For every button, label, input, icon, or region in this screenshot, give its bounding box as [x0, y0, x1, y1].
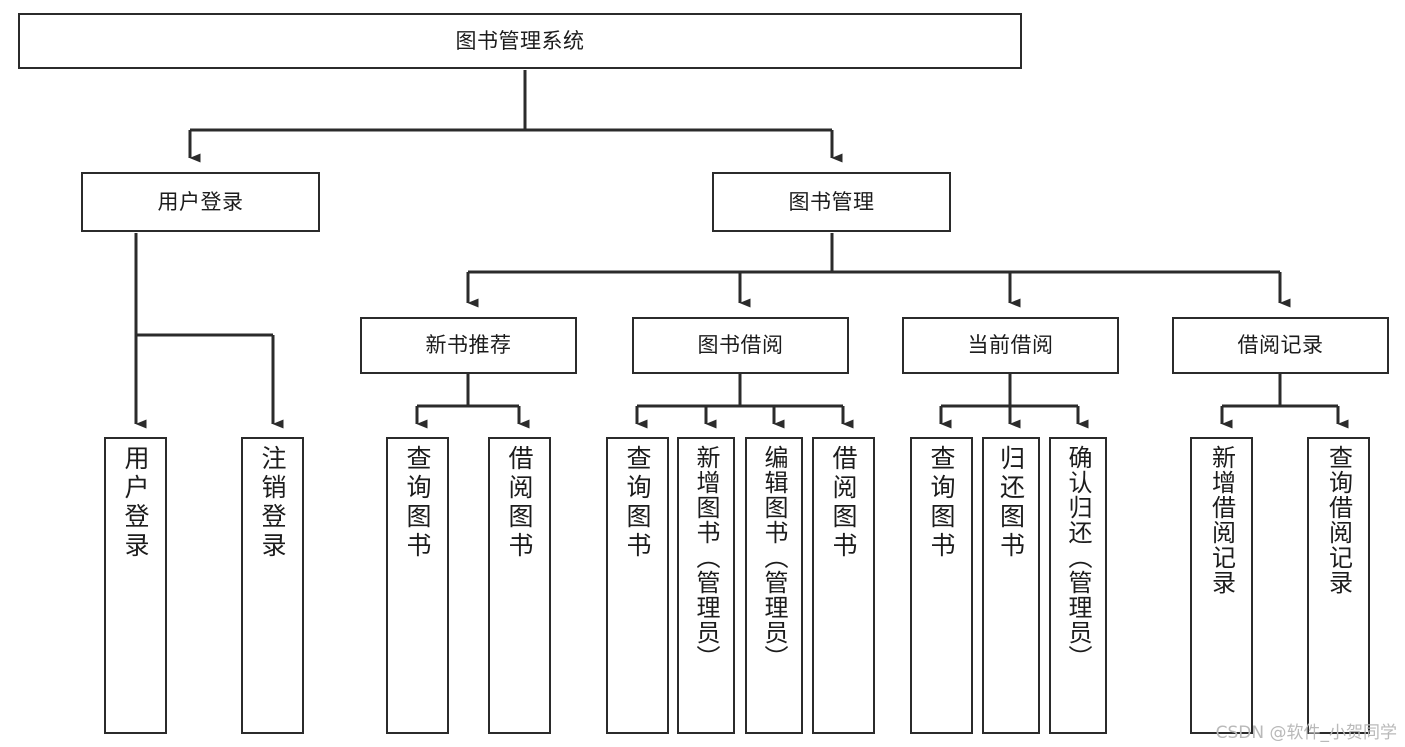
node-leaf-user-login-label: 用户登录 [121, 445, 150, 561]
node-leaf-query-book-2[interactable]: 查询图书 [606, 437, 669, 734]
node-current-borrow-label: 当前借阅 [967, 333, 1054, 357]
node-leaf-add-record[interactable]: 新增借阅记录 [1190, 437, 1253, 734]
node-user-login-label: 用户登录 [157, 189, 244, 214]
node-leaf-add-record-label: 新增借阅记录 [1207, 445, 1236, 595]
node-leaf-logout-label: 注销登录 [258, 445, 287, 561]
node-borrow-record[interactable]: 借阅记录 [1172, 317, 1389, 374]
node-leaf-return-book[interactable]: 归还图书 [982, 437, 1040, 734]
node-book-manage[interactable]: 图书管理 [712, 172, 951, 232]
node-new-book-rec-label: 新书推荐 [425, 333, 512, 357]
node-leaf-confirm-return-label: 确认归还（管理员） [1064, 445, 1092, 670]
node-leaf-edit-book-label: 编辑图书（管理员） [760, 445, 788, 670]
node-leaf-add-book-label: 新增图书（管理员） [692, 445, 720, 670]
node-leaf-logout[interactable]: 注销登录 [241, 437, 304, 734]
node-root-label: 图书管理系统 [455, 28, 585, 53]
node-leaf-query-book-3-label: 查询图书 [927, 445, 956, 561]
node-leaf-query-book-1[interactable]: 查询图书 [386, 437, 449, 734]
node-leaf-user-login[interactable]: 用户登录 [104, 437, 167, 734]
node-book-borrow[interactable]: 图书借阅 [632, 317, 849, 374]
node-book-borrow-label: 图书借阅 [697, 333, 784, 357]
node-user-login[interactable]: 用户登录 [81, 172, 320, 232]
node-leaf-borrow-book-2-label: 借阅图书 [829, 445, 858, 561]
node-book-manage-label: 图书管理 [788, 189, 875, 214]
node-leaf-query-book-3[interactable]: 查询图书 [910, 437, 973, 734]
node-leaf-edit-book[interactable]: 编辑图书（管理员） [745, 437, 803, 734]
csdn-watermark: CSDN @软件_小贺同学 [1215, 723, 1397, 743]
node-new-book-rec[interactable]: 新书推荐 [360, 317, 577, 374]
node-root[interactable]: 图书管理系统 [18, 13, 1022, 69]
node-leaf-query-book-1-label: 查询图书 [403, 445, 432, 561]
node-borrow-record-label: 借阅记录 [1237, 333, 1324, 357]
node-leaf-return-book-label: 归还图书 [996, 445, 1026, 561]
node-leaf-query-record[interactable]: 查询借阅记录 [1307, 437, 1370, 734]
node-leaf-query-book-2-label: 查询图书 [623, 445, 652, 561]
node-leaf-borrow-book-2[interactable]: 借阅图书 [812, 437, 875, 734]
node-leaf-add-book[interactable]: 新增图书（管理员） [677, 437, 735, 734]
node-current-borrow[interactable]: 当前借阅 [902, 317, 1119, 374]
node-leaf-confirm-return[interactable]: 确认归还（管理员） [1049, 437, 1107, 734]
node-leaf-borrow-book-1[interactable]: 借阅图书 [488, 437, 551, 734]
node-leaf-borrow-book-1-label: 借阅图书 [505, 445, 534, 561]
node-leaf-query-record-label: 查询借阅记录 [1324, 445, 1353, 595]
